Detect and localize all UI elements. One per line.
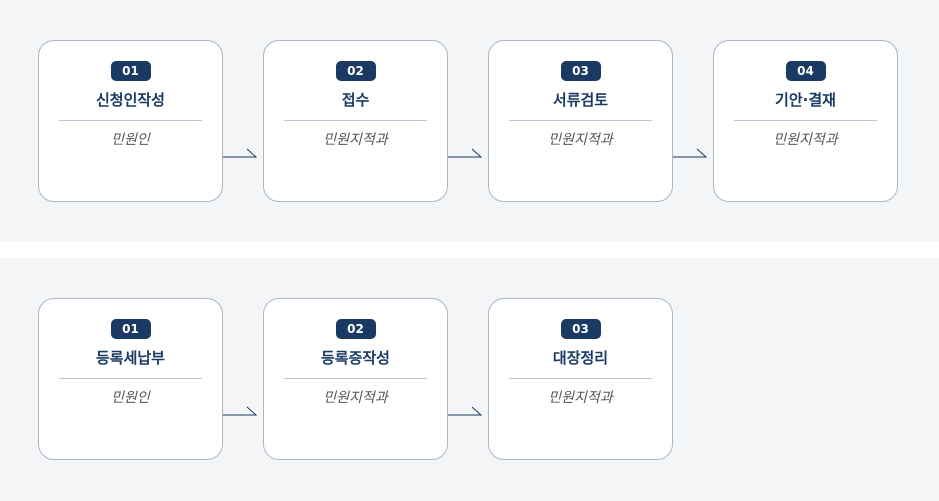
step-actor: 민원지적과 [323,390,388,406]
step-number-badge: 01 [110,61,151,81]
divider [59,120,202,121]
process-flow-1: 01 신청인작성 민원인 02 접수 민원지적과 03 서류검토 민원지적과 0… [38,40,908,202]
step-card: 04 기안·결재 민원지적과 [713,40,898,202]
process-flow-2: 01 등록세납부 민원인 02 등록증작성 민원지적과 03 대장정리 민원지적… [38,298,908,460]
divider [284,378,427,379]
step-card: 03 서류검토 민원지적과 [488,40,673,202]
step-title: 신청인작성 [95,91,165,109]
step-title: 서류검토 [552,91,609,109]
divider [509,120,652,121]
step-card: 02 등록증작성 민원지적과 [263,298,448,460]
step-number-badge: 02 [335,61,376,81]
step-title: 대장정리 [552,349,609,367]
step-actor: 민원지적과 [773,132,838,148]
step-title: 등록세납부 [95,349,165,367]
arrow-right-icon [223,406,257,416]
step-actor: 민원인 [111,132,150,148]
divider [734,120,877,121]
step-actor: 민원지적과 [548,132,613,148]
step-number-badge: 02 [335,319,376,339]
step-number-badge: 03 [560,319,601,339]
step-actor: 민원지적과 [548,390,613,406]
step-title: 기안·결재 [775,91,836,109]
step-number-badge: 01 [110,319,151,339]
step-number-badge: 04 [785,61,826,81]
step-actor: 민원지적과 [323,132,388,148]
step-card: 01 등록세납부 민원인 [38,298,223,460]
divider [284,120,427,121]
arrow-right-icon [223,148,257,158]
divider [509,378,652,379]
step-card: 02 접수 민원지적과 [263,40,448,202]
step-title: 등록증작성 [320,349,390,367]
step-title: 접수 [341,91,370,109]
step-number-badge: 03 [560,61,601,81]
divider [59,378,202,379]
arrow-right-icon [448,406,482,416]
step-card: 01 신청인작성 민원인 [38,40,223,202]
step-card: 03 대장정리 민원지적과 [488,298,673,460]
arrow-right-icon [673,148,707,158]
arrow-right-icon [448,148,482,158]
step-actor: 민원인 [111,390,150,406]
